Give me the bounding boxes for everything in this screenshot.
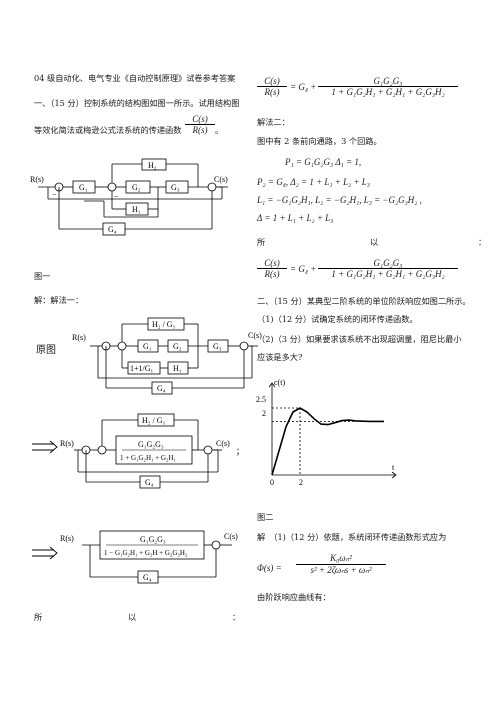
yi-left: 以 <box>128 612 137 622</box>
q1-period: 。 <box>215 125 224 135</box>
fig4-G4: G₄ <box>143 573 152 582</box>
p2-line: P₂ = G₄, Δ₂ = 1 + L₁ + L₂ + L₃ <box>257 177 370 187</box>
fig1-minus-2: − <box>114 192 119 201</box>
figure-1-caption: 图一 <box>34 271 51 281</box>
loops-line: L₁ = −G₁G₂H₁, L₂ = −G₂H₁, L₃ = −G₂G₃H₂ , <box>257 195 422 205</box>
fig2-G1: G₁ <box>143 342 152 351</box>
ytick-final: 2 <box>262 409 266 418</box>
eq1-rhs: G₁G₂G₃ 1 + G₁G₂H₁ + G₂H₁ + G₂G₃H₂ <box>318 76 458 97</box>
eq2-g4: = G₄ + <box>290 264 317 274</box>
fig3-num: G₁G₂G₃ <box>138 440 164 449</box>
figure-equivalent-1: R(s) C(s) H₂ / G₁ G₁ G₂ G₃ 1+1/G₁ H₁ G₄ <box>72 317 262 395</box>
question-2-part1: （1)（12 分）试确定系统的闭环传递函数。 <box>257 314 418 324</box>
solution-1-label: 解：解法一： <box>34 295 84 305</box>
question-1-text: 一、（15 分）控制系统的结构图如图一所示。试用结构图 <box>34 98 240 108</box>
question-1-text-2: 等效化简法或梅逊公式法系统的传递函数 <box>34 125 182 135</box>
fig4-C: C(s) <box>224 532 238 541</box>
colon-left: ： <box>232 612 241 622</box>
fig2-G3: G₃ <box>213 342 222 351</box>
fig2-inv: 1+1/G₁ <box>130 364 154 373</box>
question-2-part2b: 应该是多大? <box>257 352 303 362</box>
exam-title: 04 级自动化、电气专业《自动控制原理》试卷参考答案 <box>34 73 236 83</box>
figure-1-block-diagram: R(s) C(s) G₁ G₂ G₃ H₂ H₁ G₄ − − <box>30 158 228 236</box>
fig4-den: 1 − G₁G₂H₁ + G₂H + G₂G₃H₂ <box>104 549 188 557</box>
step-response-plot: c(t) t 2.5 2 0 2 <box>256 378 397 487</box>
solution-2-label: 解法二： <box>257 117 290 127</box>
fig1-C-label: C(s) <box>214 175 228 184</box>
fig1-H2: H₂ <box>148 161 157 170</box>
p1-line: P₁ = G₁G₂G₃ Δ₁ = 1, <box>285 157 362 167</box>
fig3-den: 1 + G₁G₂H₁ + G₂H₁ <box>120 454 176 462</box>
xtick-0: 0 <box>270 478 274 487</box>
fig2-R: R(s) <box>72 333 86 342</box>
question-2-text: 二、（15 分）某典型二阶系统的单位阶跃响应如图二所示。 <box>257 296 471 306</box>
figure-2-caption: 图二 <box>257 512 274 522</box>
fig1-H1: H₁ <box>132 205 141 214</box>
fig3-R: R(s) <box>60 439 74 448</box>
fig1-G3: G₃ <box>171 183 180 192</box>
ytick-peak: 2.5 <box>256 395 266 404</box>
fig2-H2G1: H₂ / G₁ <box>152 320 176 329</box>
colon-right: ： <box>478 237 487 247</box>
plot-ylabel: c(t) <box>274 378 285 387</box>
fig3-H2G1: H₂ / G₁ <box>142 416 166 425</box>
q1-transfer-fraction: C(s) R(s) <box>185 114 215 135</box>
paths-text: 图中有 2 条前向通路，3 个回路。 <box>257 136 382 146</box>
yi-right: 以 <box>370 237 379 247</box>
eq2-lhs: C(s) R(s) <box>257 258 287 279</box>
fig1-G2: G₂ <box>132 183 141 192</box>
fig2-G4: G₄ <box>157 384 166 393</box>
fig2-G2: G₂ <box>173 342 182 351</box>
fig4-R: R(s) <box>60 534 74 543</box>
fig4-num: G₁G₂G₃ <box>140 535 166 544</box>
suo-right: 所 <box>257 237 266 247</box>
last-line: 由阶跃响应曲线有： <box>257 592 331 602</box>
fig3-C: C(s) <box>216 439 230 448</box>
response-curve <box>271 407 384 476</box>
xtick-2: 2 <box>299 478 303 487</box>
fig1-R-label: R(s) <box>30 175 44 184</box>
implies-arrow-1 <box>32 440 58 454</box>
question-2-part2: （2)（3 分）如果要求该系统不出现超调量，阻尼比最小 <box>257 334 462 344</box>
phi-lhs: Φ(s) = <box>257 563 282 573</box>
eq2-rhs: G₁G₂G₃ 1 + G₁G₂H₁ + G₂H₁ + G₂G₃H₂ <box>318 258 458 279</box>
suo-left: 所 <box>34 612 43 622</box>
answer-line: 解 （1)（12 分）依题，系统闭环传递函数形式应为 <box>257 532 447 542</box>
figure-equivalent-3: R(s) C(s) G₁G₂G₃ 1 − G₁G₂H₁ + G₂H + G₂G₃… <box>60 530 238 584</box>
fig3-semicolon: ； <box>236 447 244 456</box>
fig2-C: C(s) <box>248 331 262 340</box>
delta-line: Δ = 1 + L₁ + L₂ + L₃ <box>257 213 334 223</box>
eq1-lhs: C(s) R(s) <box>257 76 287 97</box>
plot-xlabel: t <box>392 463 395 472</box>
eq1-g4: = G₄ + <box>290 82 317 92</box>
figure-equivalent-2: R(s) C(s) H₂ / G₁ G₁G₂G₃ 1 + G₁G₂H₁ + G₂… <box>60 413 244 489</box>
fig1-G4: G₄ <box>108 225 117 234</box>
implies-arrow-2 <box>32 546 58 560</box>
orig-diagram-label: 原图 <box>36 345 56 356</box>
fig1-minus-1: − <box>52 190 57 199</box>
fig1-G1: G₁ <box>79 183 88 192</box>
phi-fraction: K₀ωₙ² s² + 2ζωₙs + ωₙ² <box>296 553 386 576</box>
fig2-H1: H₁ <box>173 364 182 373</box>
fig3-G4: G₄ <box>145 478 154 487</box>
